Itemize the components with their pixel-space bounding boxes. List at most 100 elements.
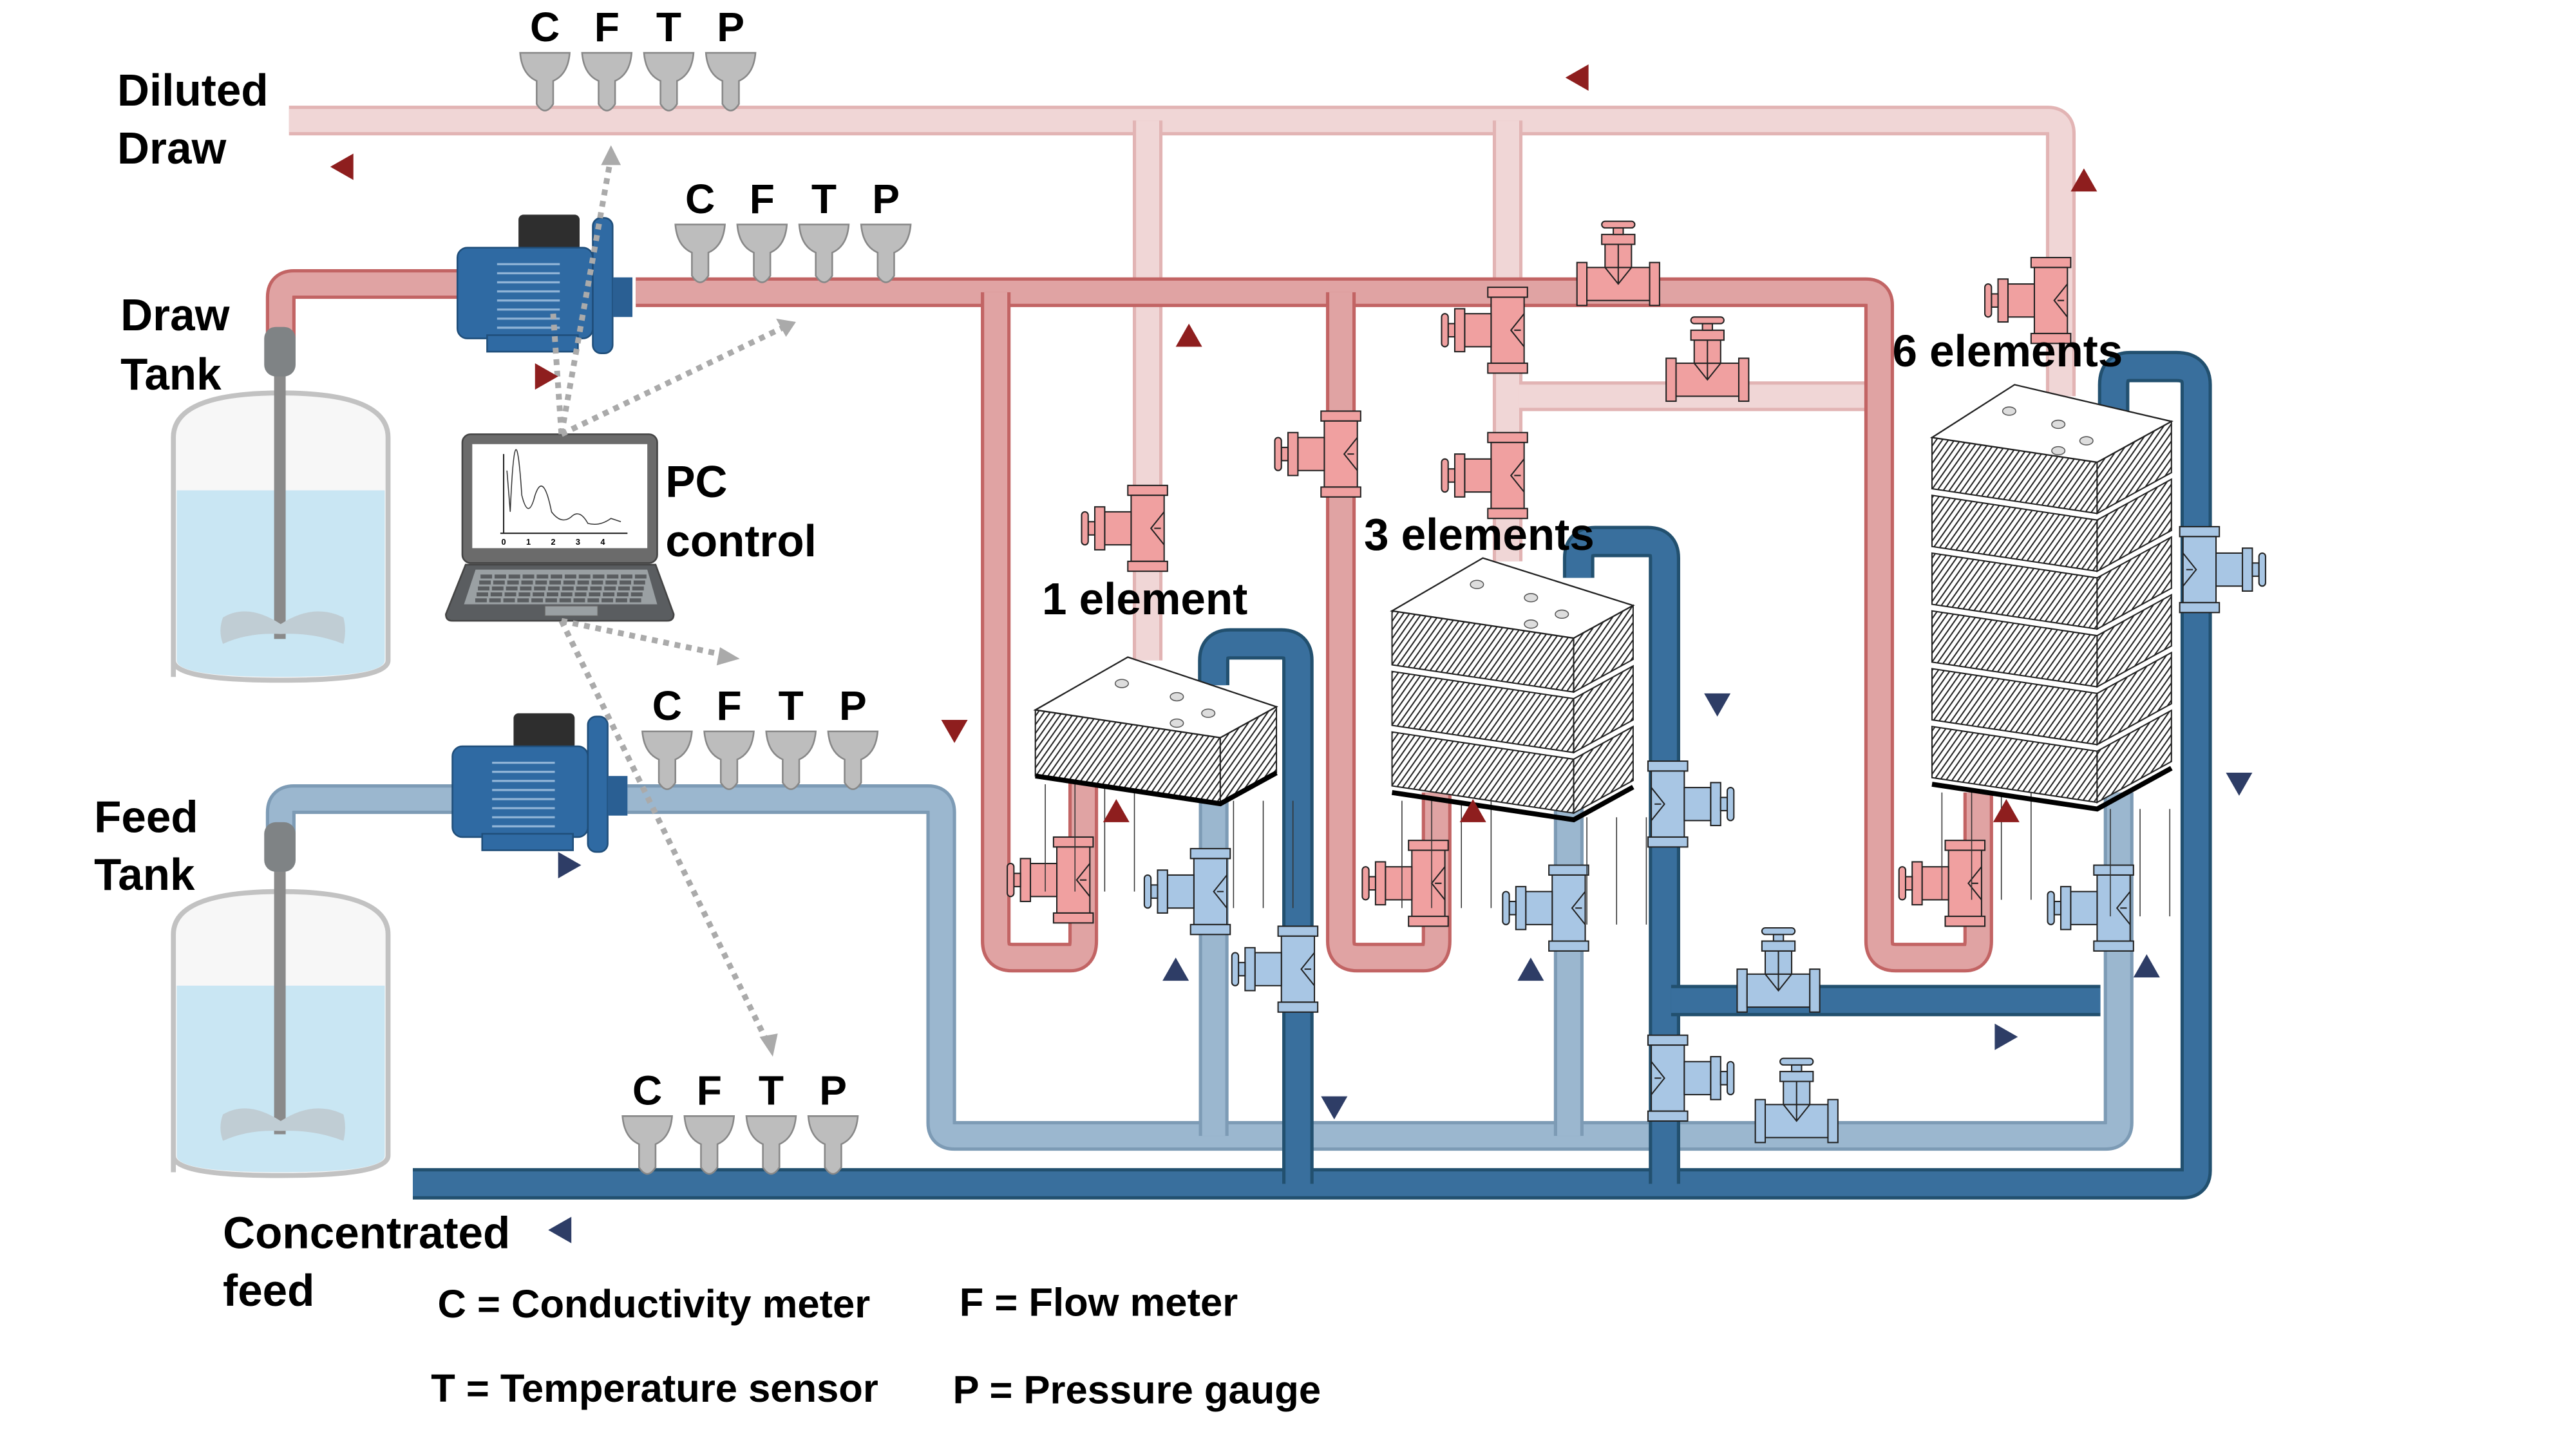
arrow-dilute-up-1 xyxy=(1175,323,1202,479)
feed-tank-label-line2: Tank xyxy=(94,849,195,900)
sensor-t-icon[interactable] xyxy=(745,1115,797,1175)
arrow-dilute-up-6 xyxy=(2070,168,2098,324)
sensor-letter: T xyxy=(759,1067,784,1113)
valve-dilute-3b[interactable] xyxy=(1441,431,1528,520)
valve-feed-in-3[interactable] xyxy=(1502,864,1589,952)
sensor-t-icon[interactable] xyxy=(643,52,695,112)
keyboard xyxy=(475,574,647,603)
valve-draw-3[interactable] xyxy=(1274,410,1361,498)
legend-pressure: P = Pressure gauge xyxy=(952,1368,1321,1412)
membrane-module-6-elements[interactable] xyxy=(1929,384,2174,917)
feed-pump-icon[interactable] xyxy=(451,713,628,853)
screen-plot-line xyxy=(506,449,621,525)
sensor-letter: C xyxy=(632,1067,662,1113)
valve-feed-in-1[interactable] xyxy=(1143,847,1231,936)
sensor-letter: F xyxy=(594,4,620,50)
sensor-letter: P xyxy=(839,683,867,729)
arrow-draw-in-3 xyxy=(1459,799,1486,925)
sensor-p-icon[interactable] xyxy=(827,730,879,790)
sensor-f-icon[interactable] xyxy=(581,52,633,112)
sensor-c-icon[interactable] xyxy=(641,730,693,790)
legend-temperature: T = Temperature sensor xyxy=(431,1366,878,1411)
legend-flow: F = Flow meter xyxy=(960,1281,1238,1325)
valve-dilute-6[interactable] xyxy=(1984,256,2072,344)
arrow-feed-up-6 xyxy=(2133,954,2160,1106)
sensor-t-icon[interactable] xyxy=(765,730,817,790)
sensor-letter: F xyxy=(750,176,775,222)
signal-arrowheads xyxy=(601,145,796,1057)
draw-pump-icon[interactable] xyxy=(456,214,633,355)
draw-tank-label-line1: Draw xyxy=(120,290,229,340)
sensor-f-icon[interactable] xyxy=(683,1115,735,1175)
sensor-p-icon[interactable] xyxy=(807,1115,859,1175)
sensor-c-icon[interactable] xyxy=(519,52,571,112)
draw-tank xyxy=(171,326,391,683)
feed-tank xyxy=(171,822,391,1178)
sensor-letter: F xyxy=(716,683,741,729)
sensor-f-icon[interactable] xyxy=(703,730,755,790)
draw-supply-pipe xyxy=(265,269,1993,973)
valve-dilute-1[interactable] xyxy=(1081,484,1168,572)
valve-feed-in-6[interactable] xyxy=(2047,864,2134,952)
diluted-draw-label-line2: Draw xyxy=(117,123,226,173)
sensor-p-icon[interactable] xyxy=(860,223,912,283)
sensor-c-icon[interactable] xyxy=(621,1115,673,1175)
membrane-module-3-elements[interactable] xyxy=(1390,557,1647,925)
valve-conc-6[interactable] xyxy=(2179,525,2266,614)
sensor-letter: P xyxy=(872,176,900,222)
pc-laptop-icon[interactable]: 0 1 2 3 4 xyxy=(445,433,675,622)
plot-tick-label: 1 xyxy=(526,537,531,547)
sensor-t-icon[interactable] xyxy=(798,223,850,283)
sensor-letter: C xyxy=(652,683,682,729)
sensor-c-icon[interactable] xyxy=(674,223,726,283)
arrow-concentrate-out xyxy=(548,1216,707,1243)
legend-conductivity: C = Conductivity meter xyxy=(437,1282,870,1326)
sensor-letter: C xyxy=(685,176,715,222)
plot-tick-label: 0 xyxy=(501,537,506,547)
valve-draw-in-6[interactable] xyxy=(1898,840,1986,927)
module-3-label: 3 elements xyxy=(1364,509,1595,560)
sensor-letter: T xyxy=(656,4,681,50)
membrane-module-1-element[interactable] xyxy=(1033,656,1294,909)
sensor-letter: P xyxy=(717,4,744,50)
plot-tick-label: 2 xyxy=(551,537,555,547)
arrow-draw-down xyxy=(941,584,968,743)
plot-tick-label: 4 xyxy=(600,537,605,547)
draw-tank-label-line2: Tank xyxy=(120,349,222,399)
plot-tick-label: 3 xyxy=(576,537,580,547)
valve-draw-in-1[interactable] xyxy=(1007,836,1094,924)
module-6-label: 6 elements xyxy=(1892,326,2123,376)
sensor-letter: T xyxy=(811,176,837,222)
piping xyxy=(265,106,2212,1200)
valve-draw-main[interactable] xyxy=(1576,220,1660,306)
valve-draw-bypass[interactable] xyxy=(1665,316,1750,402)
sensor-f-icon[interactable] xyxy=(736,223,788,283)
arrow-feed-in xyxy=(421,852,582,879)
concentrated-feed-label-line1: Concentrated xyxy=(223,1207,510,1258)
valve-conc-cross[interactable] xyxy=(1736,927,1821,1013)
arrow-draw-in-6 xyxy=(1993,799,2020,925)
valve-feed-bottom[interactable] xyxy=(1754,1057,1839,1144)
sensor-letter: T xyxy=(779,683,804,729)
arrow-diluted-out xyxy=(330,153,488,180)
arrow-feed-up-1 xyxy=(1162,957,1189,1106)
valve-conc-3a[interactable] xyxy=(1647,760,1735,848)
sensor-p-icon[interactable] xyxy=(705,52,757,112)
arrow-draw-in-1 xyxy=(1103,799,1130,925)
sensor-letter: C xyxy=(530,4,560,50)
valve-draw-in-3[interactable] xyxy=(1361,840,1449,927)
arrow-feed-up-3 xyxy=(1517,957,1544,1106)
pc-control-label-line1: PC xyxy=(665,457,727,507)
arrow-conc-down-6 xyxy=(2226,634,2253,796)
pc-control-label-line2: control xyxy=(665,516,817,566)
valve-conc-1[interactable] xyxy=(1231,925,1319,1013)
arrow-conc-down-3 xyxy=(1704,558,1731,717)
signal-lines xyxy=(550,156,786,1045)
valve-conc-3b[interactable] xyxy=(1647,1034,1735,1122)
valve-dilute-3a[interactable] xyxy=(1441,287,1528,374)
sensor-letter: F xyxy=(697,1067,722,1113)
